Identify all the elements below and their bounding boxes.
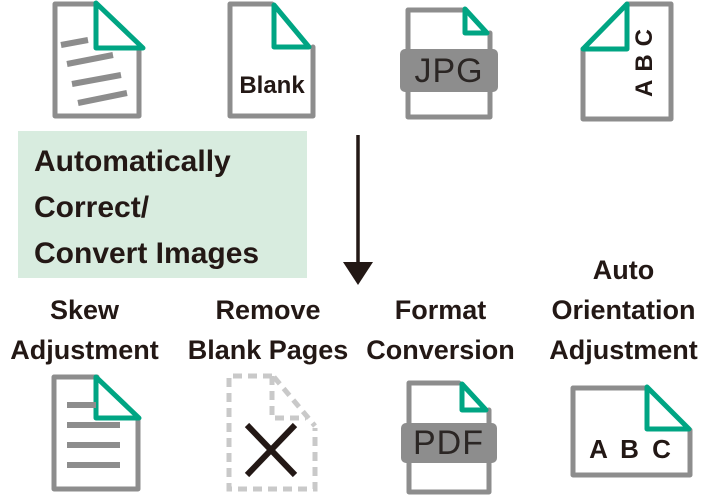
straight-text-lines xyxy=(67,402,120,468)
feature-line: Skew xyxy=(49,295,120,325)
page-outline xyxy=(570,385,693,478)
arrow-head xyxy=(343,262,373,285)
skewed-document-icon xyxy=(52,0,146,119)
feature-line: Remove xyxy=(215,295,321,325)
down-arrow-icon xyxy=(343,135,373,285)
dashed-fold-diagonal xyxy=(272,375,317,428)
feature-auto-orientation-adjustment: Auto Orientation Adjustment xyxy=(536,250,708,370)
dashed-fold-inner xyxy=(269,376,306,421)
rotated-page-icon xyxy=(580,1,674,122)
pdf-label: PDF xyxy=(413,424,484,462)
format-banner xyxy=(400,49,498,92)
feature-line: Adjustment xyxy=(10,335,159,365)
page-outline xyxy=(51,374,141,492)
folded-corner-icon xyxy=(462,6,490,36)
format-banner xyxy=(401,423,497,463)
pdf-file-icon xyxy=(401,380,497,495)
jpg-label: JPG xyxy=(414,52,484,90)
dashed-page-outline xyxy=(226,373,318,492)
folded-corner-icon xyxy=(580,1,630,52)
page-outline xyxy=(227,1,316,119)
folded-corner-icon xyxy=(644,384,692,432)
callout-line: Convert Images xyxy=(34,237,260,270)
feature-line: Conversion xyxy=(366,335,515,365)
feature-line: Adjustment xyxy=(549,335,698,365)
folded-corner-icon xyxy=(459,381,489,413)
removed-blank-page-icon xyxy=(226,373,318,492)
folded-corner-icon xyxy=(271,2,312,50)
folded-corner-icon xyxy=(93,374,142,421)
callout-line: Correct/ xyxy=(34,191,150,224)
page-outline xyxy=(406,380,492,495)
feature-line: Auto xyxy=(592,255,655,285)
page-outline xyxy=(580,1,674,122)
feature-line: Orientation xyxy=(551,295,696,325)
corrected-document-icon xyxy=(51,374,142,492)
feature-line: Blank Pages xyxy=(187,335,349,365)
blank-page-label: Blank xyxy=(239,72,305,99)
rotated-abc-text: ABC xyxy=(631,21,658,97)
page-outline xyxy=(52,1,142,119)
x-mark-icon xyxy=(244,422,298,478)
callout-box: Automatically Correct/ Convert Images xyxy=(18,131,307,278)
callout-line: Automatically xyxy=(34,145,231,178)
skewed-text-lines xyxy=(60,37,128,106)
feature-remove-blank-pages: Remove Blank Pages xyxy=(173,290,363,370)
corrected-abc-text: A B C xyxy=(589,434,674,464)
feature-skew-adjustment: Skew Adjustment xyxy=(2,290,167,370)
jpg-file-icon xyxy=(400,6,498,120)
oriented-page-icon xyxy=(570,384,693,478)
folded-corner-icon xyxy=(93,0,146,51)
feature-line: Format xyxy=(394,295,487,325)
feature-format-conversion: Format Conversion xyxy=(358,290,523,370)
blank-page-icon xyxy=(227,1,316,119)
